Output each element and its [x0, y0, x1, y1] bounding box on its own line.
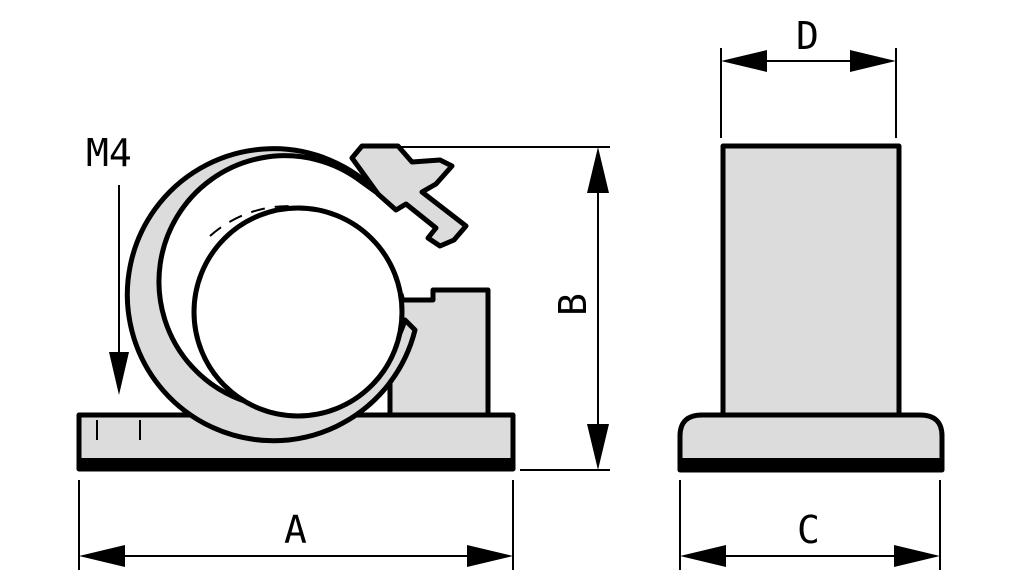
dim-b-arrow-bottom — [587, 424, 609, 470]
cable-circle — [191, 205, 405, 419]
cable-hidden-edge — [209, 205, 405, 301]
clip-outer-band — [124, 146, 418, 444]
m4-arrow-head — [109, 352, 129, 395]
clip-latch-hook — [349, 143, 469, 249]
label-c: C — [797, 508, 820, 552]
dim-d-arrow-right — [850, 50, 896, 72]
dim-b-arrow-top — [587, 147, 609, 193]
dim-a-arrow-right — [467, 545, 513, 567]
label-b: B — [551, 293, 595, 316]
front-base-adhesive-strip — [79, 458, 513, 471]
label-m4: M4 — [86, 131, 132, 175]
side-view: D C — [677, 14, 945, 570]
dim-a-arrow-left — [79, 545, 125, 567]
dim-d-arrow-left — [721, 50, 767, 72]
dim-c-arrow-right — [894, 545, 940, 567]
side-base-adhesive-strip — [680, 458, 942, 471]
label-d: D — [796, 14, 819, 58]
label-a: A — [284, 508, 307, 552]
front-view: M4 A B — [76, 131, 610, 570]
side-base — [677, 412, 945, 473]
side-body — [720, 143, 902, 418]
dim-c-arrow-left — [680, 545, 726, 567]
